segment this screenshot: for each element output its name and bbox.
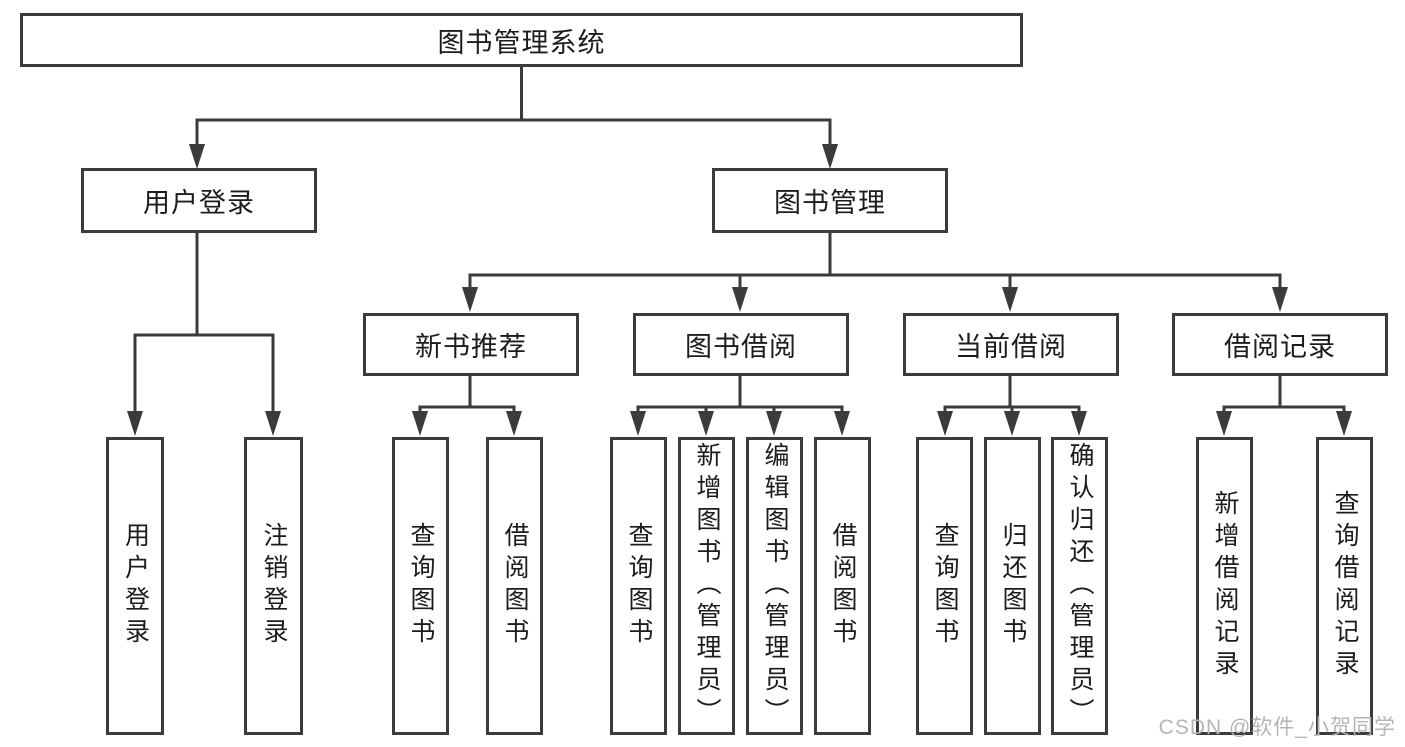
leaf-confirm-return-admin: 确认归还（管理员） — [1051, 437, 1108, 735]
leaf-add-borrow-record: 新增借阅记录 — [1196, 437, 1253, 735]
csdn-watermark: CSDN @软件_小贺同学 — [1158, 716, 1396, 739]
node-new-book-recommend: 新书推荐 — [363, 313, 579, 376]
leaf-confirm-return-admin-label: 确认归还（管理员） — [1066, 442, 1094, 730]
node-book-management: 图书管理 — [712, 168, 948, 233]
leaf-borrow-books-2: 借阅图书 — [814, 437, 871, 735]
node-root-label: 图书管理系统 — [437, 27, 606, 58]
node-user-login-label: 用户登录 — [143, 188, 255, 218]
leaf-query-books-2-label: 查询图书 — [625, 522, 653, 650]
leaf-user-login-label: 用户登录 — [121, 522, 150, 650]
leaf-logout-label: 注销登录 — [260, 522, 288, 650]
node-borrow-records-label: 借阅记录 — [1224, 332, 1336, 362]
leaf-add-book-admin: 新增图书（管理员） — [678, 437, 735, 735]
leaf-borrow-books-1-label: 借阅图书 — [501, 522, 529, 650]
leaf-edit-book-admin: 编辑图书（管理员） — [746, 437, 803, 735]
leaf-add-borrow-record-label: 新增借阅记录 — [1211, 490, 1239, 682]
node-root: 图书管理系统 — [20, 13, 1023, 67]
leaf-query-books-1: 查询图书 — [392, 437, 449, 735]
leaf-return-books-label: 归还图书 — [999, 522, 1027, 650]
leaf-logout: 注销登录 — [244, 437, 303, 735]
leaf-user-login: 用户登录 — [106, 437, 164, 735]
leaf-query-books-3: 查询图书 — [916, 437, 973, 735]
node-borrow-records: 借阅记录 — [1172, 313, 1388, 376]
leaf-edit-book-admin-label: 编辑图书（管理员） — [761, 442, 789, 730]
node-book-management-label: 图书管理 — [774, 188, 886, 218]
leaf-query-books-3-label: 查询图书 — [931, 522, 959, 650]
leaf-query-borrow-record-label: 查询借阅记录 — [1331, 490, 1359, 682]
leaf-return-books: 归还图书 — [984, 437, 1041, 735]
leaf-borrow-books-2-label: 借阅图书 — [829, 522, 857, 650]
leaf-add-book-admin-label: 新增图书（管理员） — [693, 442, 721, 730]
node-user-login: 用户登录 — [81, 168, 317, 233]
leaf-query-books-1-label: 查询图书 — [407, 522, 435, 650]
node-book-borrow: 图书借阅 — [633, 313, 849, 376]
node-book-borrow-label: 图书借阅 — [685, 332, 797, 362]
node-new-book-recommend-label: 新书推荐 — [415, 332, 527, 362]
node-current-borrow-label: 当前借阅 — [955, 332, 1067, 362]
node-current-borrow: 当前借阅 — [903, 313, 1119, 376]
leaf-query-borrow-record: 查询借阅记录 — [1316, 437, 1373, 735]
leaf-borrow-books-1: 借阅图书 — [486, 437, 543, 735]
leaf-query-books-2: 查询图书 — [610, 437, 667, 735]
